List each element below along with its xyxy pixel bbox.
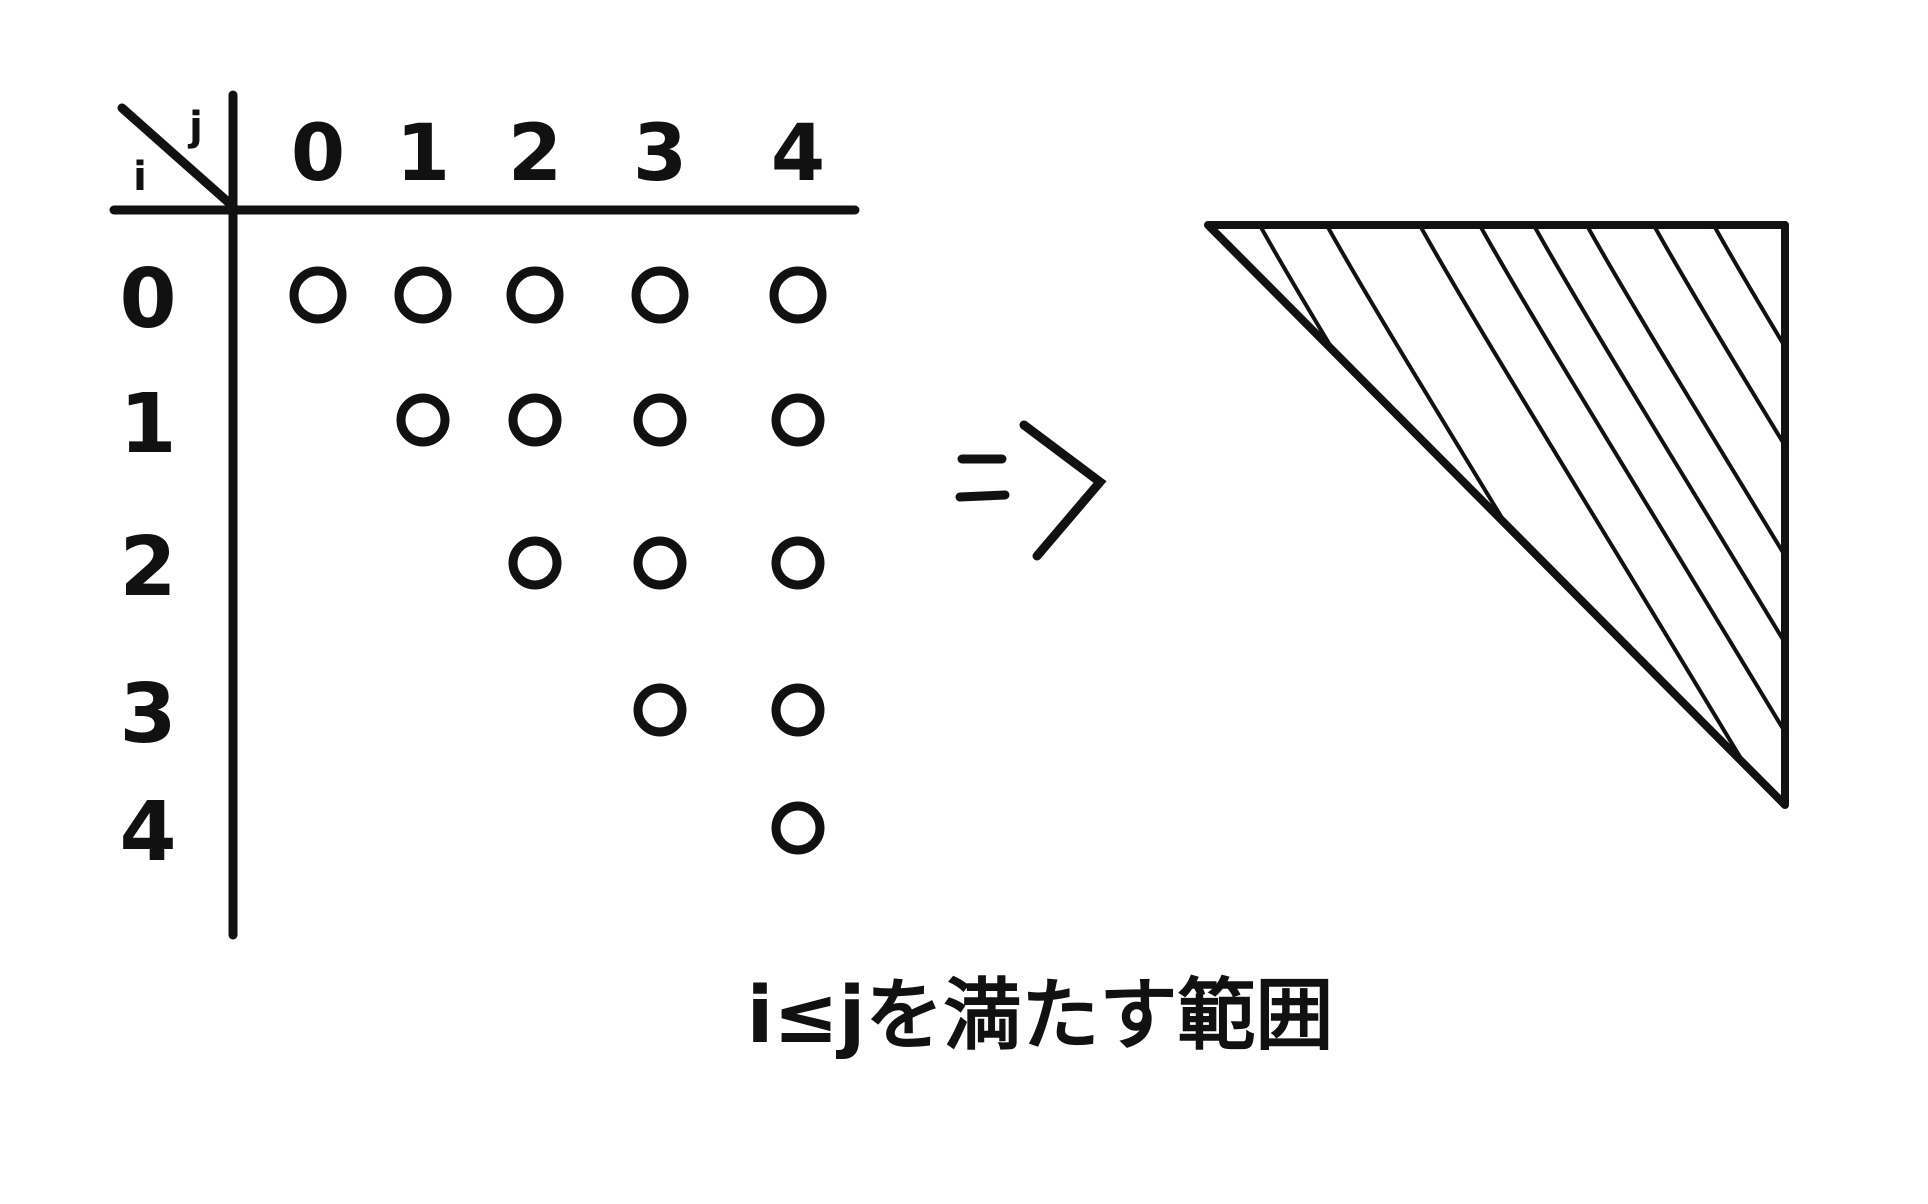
mark-i2-j4 bbox=[771, 536, 825, 590]
mark-i4-j4 bbox=[771, 801, 825, 855]
corner-col-label: j bbox=[187, 104, 203, 150]
mark-i1-j1 bbox=[396, 393, 450, 447]
hatch-line bbox=[1476, 225, 1785, 805]
caption: i≤jを満たす範囲 bbox=[747, 971, 1334, 1061]
table-corner-diagonal bbox=[117, 103, 233, 207]
row-header-2: 2 bbox=[119, 520, 176, 615]
table-marks bbox=[289, 266, 827, 855]
mark-i0-j1 bbox=[394, 266, 452, 324]
mark-i3-j4 bbox=[771, 683, 825, 737]
mark-i1-j2 bbox=[508, 393, 562, 447]
hatch-line bbox=[1416, 225, 1780, 805]
column-header-4: 4 bbox=[771, 109, 825, 199]
mark-i2-j2 bbox=[508, 536, 562, 590]
mark-i0-j4 bbox=[769, 266, 827, 324]
column-header-3: 3 bbox=[633, 109, 687, 199]
mark-i3-j3 bbox=[633, 683, 687, 737]
mark-i0-j3 bbox=[631, 266, 689, 324]
column-header-1: 1 bbox=[396, 109, 450, 199]
triangle-hatching bbox=[1256, 225, 1785, 805]
column-header-0: 0 bbox=[291, 109, 345, 199]
row-headers: 0 1 2 3 4 bbox=[119, 252, 176, 880]
row-header-3: 3 bbox=[119, 667, 176, 762]
row-header-4: 4 bbox=[119, 785, 176, 880]
row-header-0: 0 bbox=[119, 252, 176, 347]
column-header-2: 2 bbox=[508, 109, 562, 199]
hatch-line bbox=[1710, 225, 1785, 805]
hatch-line bbox=[1530, 225, 1785, 805]
mark-i0-j2 bbox=[506, 266, 564, 324]
region-triangle bbox=[1204, 221, 1789, 809]
hatch-line bbox=[1256, 225, 1620, 805]
mark-i1-j4 bbox=[771, 393, 825, 447]
hatch-line bbox=[1323, 225, 1687, 805]
table bbox=[109, 90, 860, 940]
mark-i1-j3 bbox=[633, 393, 687, 447]
corner-row-label: i bbox=[133, 154, 147, 200]
triangle-outline bbox=[1204, 221, 1789, 809]
row-header-1: 1 bbox=[119, 377, 176, 472]
mark-i2-j3 bbox=[633, 536, 687, 590]
hatch-line bbox=[1650, 225, 1785, 805]
hatch-line bbox=[1583, 225, 1785, 805]
mark-i0-j0 bbox=[289, 266, 347, 324]
implies-arrow bbox=[955, 420, 1107, 561]
